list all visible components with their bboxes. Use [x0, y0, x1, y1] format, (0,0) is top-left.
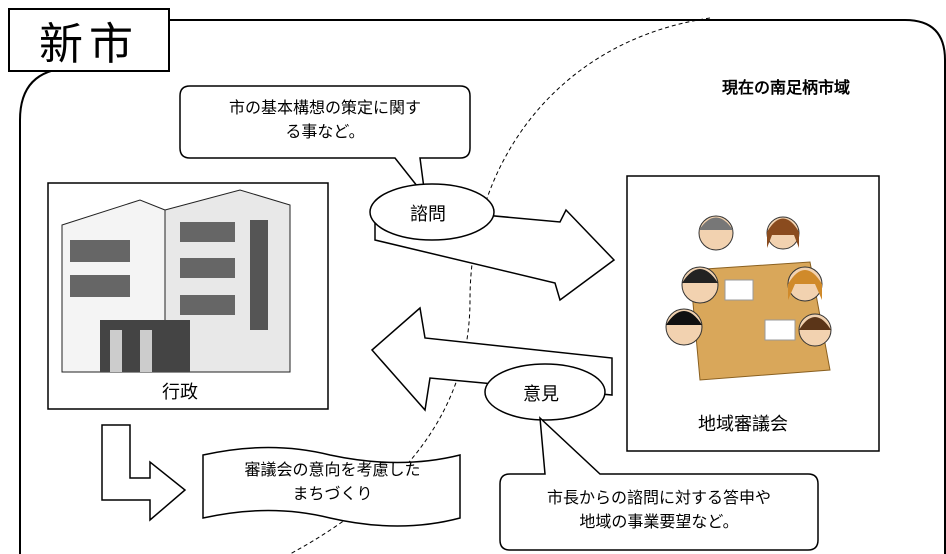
opinion-label: 意見	[523, 384, 559, 405]
result-banner-shape	[202, 446, 461, 527]
consult-label: 諮問	[410, 204, 446, 225]
result-banner-text: 審議会の意向を考慮した まちづくり	[205, 458, 460, 506]
building-illustration	[61, 189, 291, 373]
council-label: 地域審議会	[698, 414, 788, 435]
region-label: 現在の南足柄市域	[722, 78, 851, 97]
council-illustration	[665, 215, 832, 381]
reply-bubble-text: 市長からの諮問に対する答申や 地域の事業要望など。	[500, 486, 818, 534]
consult-ellipse	[369, 183, 495, 241]
consult-bubble-line2: る事など。	[285, 122, 365, 141]
result-banner-line1: 審議会の意向を考慮した	[244, 460, 421, 479]
consult-bubble-shape	[179, 85, 471, 199]
gov-label: 行政	[162, 382, 198, 403]
result-arrow	[101, 424, 187, 522]
result-banner-line2: まちづくり	[292, 484, 373, 503]
reply-bubble-line2: 地域の事業要望など。	[579, 512, 739, 531]
page-title: 新市	[39, 19, 139, 70]
opinion-ellipse	[484, 363, 606, 421]
consult-bubble-line1: 市の基本構想の策定に関す	[228, 98, 421, 117]
consult-bubble-text: 市の基本構想の策定に関す る事など。	[180, 96, 470, 144]
title-box: 新市	[8, 8, 170, 72]
reply-bubble-shape	[499, 416, 819, 551]
reply-bubble-line1: 市長からの諮問に対する答申や	[546, 488, 771, 507]
